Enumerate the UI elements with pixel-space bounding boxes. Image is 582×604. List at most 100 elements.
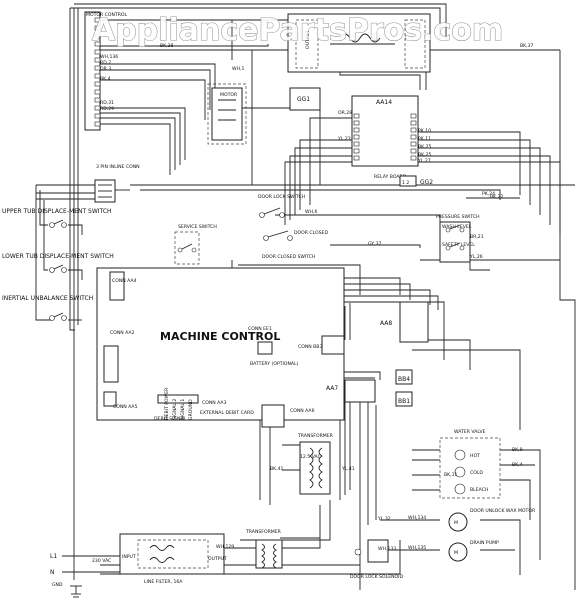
aa3-signals: DEBIT SIGNAL [154,416,187,422]
wire-tag: BK,25 [418,152,432,158]
wire-tag: YL,32 [377,516,391,522]
line-filter-output: OUTPUT [208,556,227,562]
wire-tag: BK,4 [512,462,523,468]
gg1-component: GG1 [289,87,321,111]
wire-tag: BK,41 [270,466,284,472]
connector-pin [410,113,417,119]
wire-tag: RD,29 [100,106,114,112]
connector-pin [94,81,101,87]
gg2-label: GG2 [420,179,433,186]
wire-tag: BK,37 [520,43,534,49]
connector-pin [410,148,417,154]
bb1-label: BB1 [398,398,410,405]
wire-tag: RD,31 [100,100,114,106]
wire-tag: BK,22 [490,194,504,200]
door-unlock-motor: M DOOR UNLOCK WAX MOTOR [448,508,536,532]
wire-tag: BR,21 [470,234,484,240]
aa8-label: AA8 [380,320,392,327]
line-filter-label: LINE FILTER, 16A [144,579,183,585]
door-unlock-label: DOOR UNLOCK WAX MOTOR [470,508,536,514]
connector-pin [353,141,360,147]
drain-pump: M DRAIN PUMP [448,540,499,562]
n-label: N [50,569,55,576]
aa3-signal-label: SIGNAL 2 [172,399,178,420]
connector-pin [353,127,360,133]
aa3-signal-label: GROUND [188,399,194,420]
wire-tag: WH,134 [408,515,426,521]
connector-pin [353,120,360,126]
wire-tag: PK,10 [418,128,431,134]
conn-ee1-label: CONN EE1 [248,326,272,332]
three-pin-label: 3 PIN INLINE CONN [96,164,140,170]
wire-tag: BK,9 [512,447,523,453]
inertial-label: INERTIAL UNBALANCE SWITCH [2,295,93,302]
gg2-pins: 1 2 [402,180,409,186]
connector-pin [94,57,101,63]
wire-tag: YL,23 [337,136,351,142]
conn-aa4-label: CONN AA4 [112,278,137,284]
door-lock-switch-label: DOOR LOCK SWITCH [258,194,305,200]
line-filter-input: INPUT [122,554,136,560]
connector-pin [94,41,101,47]
bb4-label: BB4 [398,376,410,383]
wire-tag: RD,2 [100,60,111,66]
wire-tag: YL,26 [469,254,483,260]
wax-motor-symbol: M [454,520,458,526]
wire-tag: BK,4 [100,76,111,82]
machine-control-title: MACHINE CONTROL [160,330,280,343]
connector-pin [353,155,360,161]
conn-aa2-label: CONN AA2 [110,330,135,336]
wire-tag: WH,133 [378,546,396,552]
relay-board-label: RELAY BOARD [374,174,407,180]
service-switch-label: SERVICE SWITCH [178,224,217,230]
drain-pump-label: DRAIN PUMP [470,540,499,546]
wire-tag: YL,41 [341,466,355,472]
valve-cold: COLD [470,470,483,476]
line-filter: INPUT OUTPUT 230 VAC LINE FILTER, 16A [92,533,227,585]
connector-pin [94,105,101,111]
connector-pin [94,17,101,23]
wire-tag: PK,11 [418,136,431,142]
conn-aa6-label: CONN AA6 [290,408,315,414]
gg1-label: GG1 [297,96,310,103]
aa8-block: AA8 [380,301,429,343]
safety-level-label: SAFETY LEVEL [442,242,475,248]
pressure-switch-label: PRESSURE SWITCH [436,214,480,220]
door-lock-switch: DOOR LOCK SWITCH [258,194,305,218]
transformer-2: TRANSFORMER [245,529,283,569]
wire-tag: BK,38 [160,43,174,49]
conn-aa5-label: CONN AA5 [113,404,138,410]
connector-pin [353,148,360,154]
connector-pin [94,33,101,39]
supply-terminals: L1 N GND [50,553,120,598]
motor-control-label: MOTOR CONTROL [86,12,128,18]
connector-pin [94,113,101,119]
l1-label: L1 [50,553,57,560]
wire-tag: WH,6 [305,209,317,215]
transformer-2-label: TRANSFORMER [245,529,282,535]
relay-pins-right [410,113,417,161]
three-pin-connector: 3 PIN INLINE CONN [94,164,140,203]
wire-tag: WH,129 [216,544,234,550]
door-closed-switch-label: DOOR CLOSED SWITCH [262,254,315,260]
wire-tag: WH,136 [100,54,118,60]
service-switch: SERVICE SWITCH [174,224,217,265]
connector-pin [353,134,360,140]
valve-hot: HOT [470,453,480,459]
drive-motor: MOTOR [207,83,247,145]
door-closed-switch: DOOR CLOSED DOOR CLOSED SWITCH [262,230,328,260]
connector-pin [94,97,101,103]
drive-motor-label: MOTOR [220,92,238,98]
upper-tub-switch: UPPER TUB DISPLACE-MENT SWITCH [2,208,112,228]
upper-tub-label: UPPER TUB DISPLACE-MENT SWITCH [2,208,112,215]
conn-bb3-label: CONN BB3 [298,344,322,350]
connector-pin [94,65,101,71]
door-closed-tag: DOOR CLOSED [294,230,328,236]
drain-pump-symbol: M [454,550,458,556]
aa3-signal-label: SIGNAL 1 [180,399,186,420]
water-valve: HOT COLD BLEACH WATER VALVE [439,429,501,499]
connector-pin [353,113,360,119]
valve-bleach: BLEACH [470,487,488,493]
